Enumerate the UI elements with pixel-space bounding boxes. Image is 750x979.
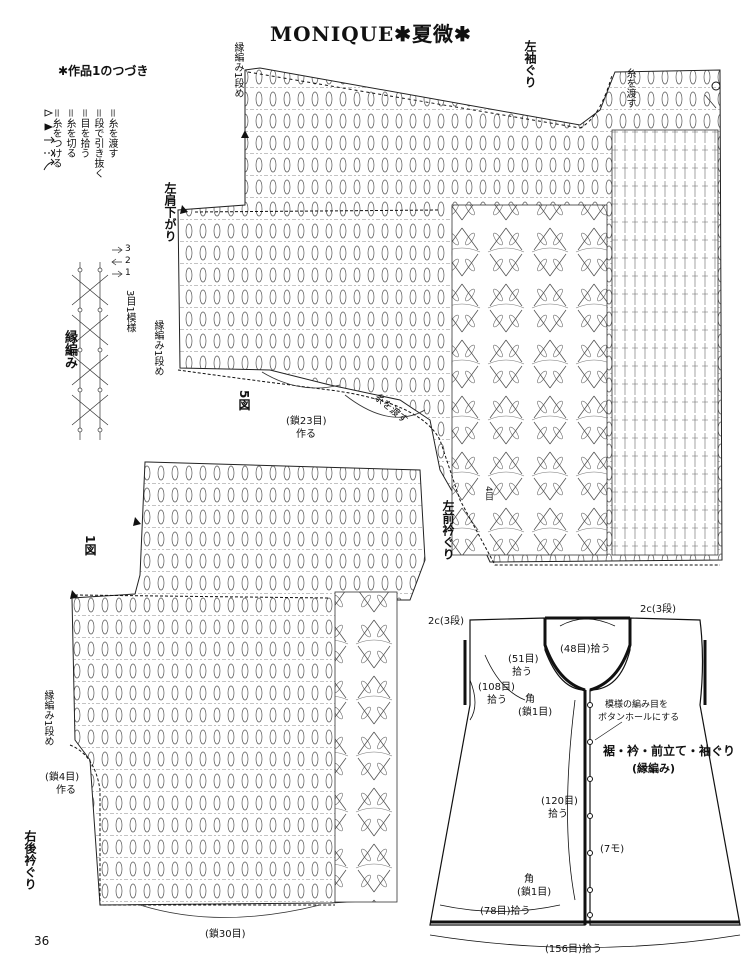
schematic-pick51-suffix: 拾う [512, 667, 532, 678]
fig5-label: 5図 [237, 390, 251, 411]
figure5-shape [177, 67, 723, 566]
schematic-pick108-suffix: 拾う [487, 695, 507, 706]
fig5-make: 作る [296, 429, 316, 440]
schematic-pick156: (156目)拾う [545, 944, 602, 955]
schematic-pick51: (51目) [508, 654, 539, 665]
schematic-pick108: (108目) [478, 682, 515, 693]
schematic-corner-top: 角 [525, 694, 535, 705]
schematic-buttonhole-note-2: ボタンホールにする [598, 713, 680, 723]
legend-item-slipstitch: ＝段で引き抜く [92, 108, 103, 178]
schematic-corner-bottom: 角 [524, 874, 534, 885]
fig1-label: 1図 [83, 535, 97, 556]
fig5-sleeve-label: 左袖ぐり [523, 40, 537, 88]
schematic-pick48: (48目)拾う [560, 644, 611, 655]
fig5-border-row-left: 縁編み1段め [152, 320, 163, 377]
fig5-chain-count: (鎖23目) [286, 416, 327, 427]
legend-symbols [43, 109, 55, 171]
fig5-front-neck-label: 左前衿ぐり [441, 500, 455, 560]
schematic-pick78: (78目)拾う [480, 906, 531, 917]
legend-item-pickup: ＝目を拾う [78, 108, 89, 158]
schematic-pick120: (120目) [541, 796, 578, 807]
garment-schematic [429, 616, 741, 948]
schematic-buttons: (7モ) [600, 844, 625, 855]
fig5-border-row-top: 縁編み1段め [232, 42, 243, 99]
subtitle: ✱作品1のつづき [58, 64, 149, 78]
legend-item-attach: ＝糸をつける [50, 108, 61, 168]
schematic-right-rows: 2c(3段) [640, 604, 677, 615]
row-number-2: 2 [125, 256, 131, 266]
fig5-carry-yarn-top: 糸を渡す [624, 68, 635, 108]
edging-chart-title: 縁編み [62, 330, 77, 369]
fig1-border-row: 縁編み1段め [42, 690, 53, 747]
schematic-edging-sub: (縁編み) [632, 762, 676, 775]
page-title: MONIQUE✱夏微✱ [270, 22, 472, 46]
fig1-back-neck-label: 右後衿ぐり [23, 830, 37, 890]
schematic-left-rows: 2c(3段) [428, 616, 465, 627]
legend-item-carry: ＝糸を渡す [106, 108, 117, 158]
schematic-buttonhole-note-1: 模様の編み目を [605, 700, 669, 710]
figure1-shape [69, 461, 426, 918]
schematic-corner-top-chain: (鎖1目) [518, 707, 553, 718]
edging-stitch-chart [71, 246, 123, 440]
page-number: 36 [34, 934, 50, 948]
fig1-chain30: (鎖30目) [205, 929, 246, 940]
row-number-3: 3 [125, 244, 131, 254]
fig1-make: 作る [56, 785, 76, 796]
schematic-corner-bottom-chain: (鎖1目) [517, 887, 552, 898]
edging-repeat-label: 3目1模様 [124, 290, 135, 333]
fig5-shoulder-label: 左肩下がり [163, 182, 177, 242]
schematic-edging-title: 裾・衿・前立て・袖ぐり [603, 744, 736, 758]
legend-item-cut: ＝糸を切る [64, 108, 75, 158]
fig1-chain4: (鎖4目) [45, 772, 80, 783]
fig5-row-marker: 4目 [483, 486, 493, 501]
row-number-1: 1 [125, 268, 131, 278]
schematic-pick120-suffix: 拾う [548, 809, 568, 820]
